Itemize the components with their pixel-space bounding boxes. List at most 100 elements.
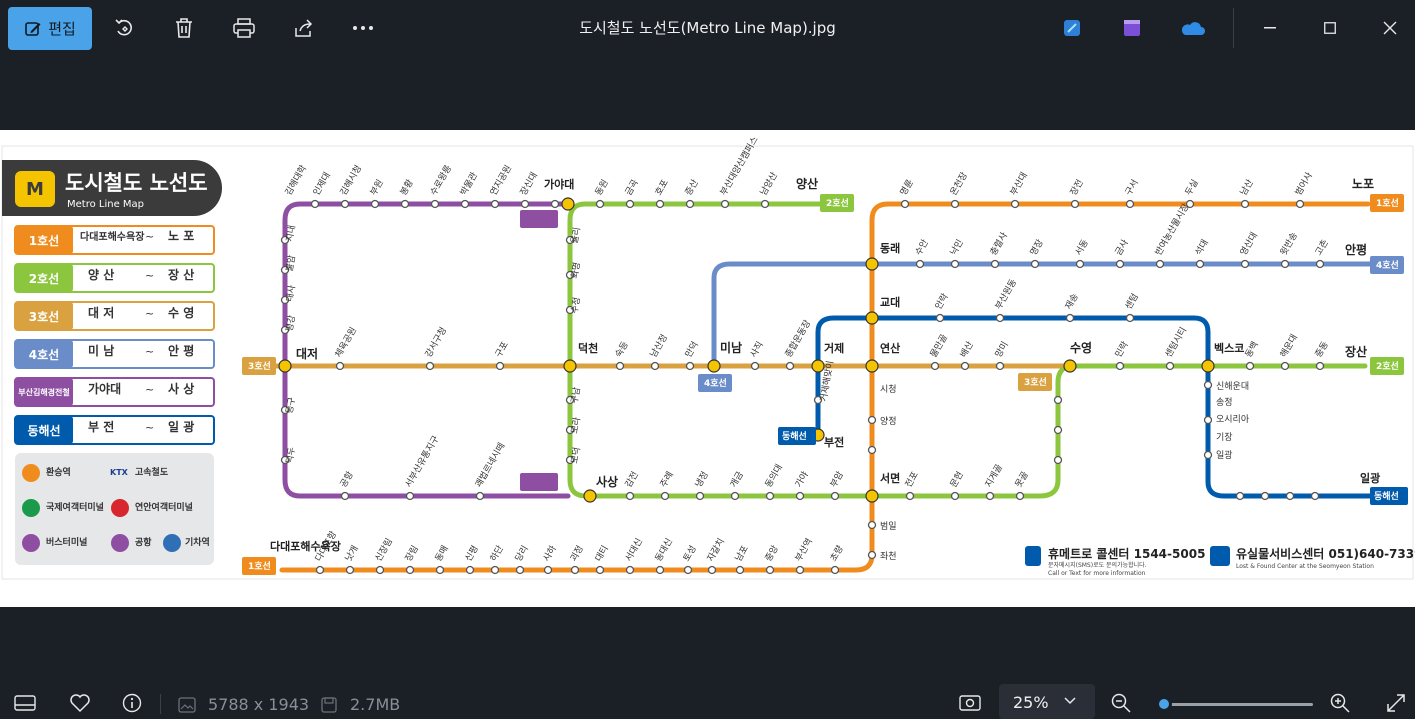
image-size-icon	[178, 697, 196, 713]
map-subtitle: Metro Line Map	[67, 199, 144, 210]
legend-row-bgl: 부산김해경전철 가야대 ~ 사 상	[14, 377, 215, 407]
fullscreen-button[interactable]	[1383, 690, 1409, 716]
svg-text:등구: 등구	[284, 396, 298, 414]
map-title: 도시철도 노선도	[65, 171, 208, 195]
svg-text:율리: 율리	[569, 226, 583, 244]
clipchamp-button[interactable]	[1114, 10, 1150, 46]
close-icon	[1383, 21, 1397, 35]
svg-text:안평: 안평	[1345, 242, 1367, 257]
metro-logo-icon: M	[26, 179, 44, 200]
edit-button[interactable]: 편집	[8, 7, 92, 50]
onedrive-button[interactable]	[1174, 10, 1210, 46]
svg-text:연안여객터미널: 연안여객터미널	[135, 501, 193, 513]
legend-row-line1: 1호선 다대포해수욕장 ~ 노 포	[14, 225, 215, 255]
printer-icon	[233, 18, 255, 38]
expand-icon	[1387, 694, 1405, 712]
svg-text:불암: 불암	[283, 254, 298, 272]
image-canvas[interactable]: M 도시철도 노선도 Metro Line Map 1호선 다대포해수욕장 ~ …	[0, 130, 1415, 607]
svg-text:Call or Text for more informat: Call or Text for more information	[1048, 570, 1146, 577]
svg-text:환승역: 환승역	[46, 466, 71, 478]
close-button[interactable]	[1372, 10, 1408, 46]
svg-text:동해선: 동해선	[782, 430, 807, 442]
line-end-badges: 3호선 2호선 1호선 4호선 2호선 4호선 3호선 1호선 동해선 동해선	[242, 194, 1408, 575]
svg-text:기차역: 기차역	[185, 536, 210, 548]
info-button[interactable]	[119, 690, 145, 716]
minimize-button[interactable]	[1252, 10, 1288, 46]
svg-text:~: ~	[145, 269, 154, 282]
svg-text:양산: 양산	[796, 176, 818, 191]
svg-text:버스터미널: 버스터미널	[46, 536, 87, 548]
key-station-labels: 대저 양산 노포 안평 장산 수영 미남 사상 일광 다대포해수욕장 서면 연산…	[270, 176, 1380, 553]
svg-text:벡스코: 벡스코	[1214, 341, 1244, 355]
svg-text:부전: 부전	[824, 435, 844, 449]
more-button[interactable]	[345, 10, 381, 46]
zoom-out-icon	[1111, 693, 1131, 713]
svg-text:양 산: 양 산	[88, 267, 114, 282]
legend-row-line2: 2호선 양 산 ~ 장 산	[14, 263, 215, 293]
heart-icon	[70, 694, 90, 713]
airport-icon	[111, 534, 129, 552]
svg-text:오시리아: 오시리아	[1216, 414, 1250, 425]
svg-text:4호선: 4호선	[704, 377, 727, 389]
zoom-slider-thumb[interactable]	[1156, 696, 1172, 712]
toolbar-separator	[1233, 8, 1234, 48]
metro-map-image: M 도시철도 노선도 Metro Line Map 1호선 다대포해수욕장 ~ …	[1, 134, 1415, 580]
rotate-button[interactable]	[106, 10, 142, 46]
svg-text:평강: 평강	[284, 314, 298, 332]
edit-button-label: 편집	[48, 20, 76, 38]
rotate-icon	[115, 19, 132, 36]
svg-text:일광: 일광	[1216, 449, 1233, 461]
svg-text:1호선: 1호선	[29, 233, 59, 248]
svg-text:대 저: 대 저	[88, 305, 114, 320]
svg-text:기장: 기장	[1216, 432, 1233, 443]
svg-text:동래: 동래	[880, 241, 900, 255]
legend-row-line4: 4호선 미 남 ~ 안 평	[14, 339, 215, 369]
svg-text:수정: 수정	[569, 296, 583, 314]
fit-screen-icon	[959, 695, 981, 711]
svg-text:다대포해수욕장: 다대포해수욕장	[270, 539, 341, 553]
zoom-dropdown[interactable]: 25%	[999, 684, 1095, 719]
svg-text:덕천: 덕천	[578, 341, 598, 355]
svg-text:미남: 미남	[720, 340, 742, 355]
designer-button[interactable]	[1054, 10, 1090, 46]
svg-text:연산: 연산	[880, 341, 900, 355]
svg-text:3호선: 3호선	[1024, 376, 1047, 388]
print-button[interactable]	[226, 10, 262, 46]
svg-text:범일: 범일	[880, 521, 897, 532]
svg-text:가야대: 가야대	[88, 381, 121, 396]
maximize-icon	[1324, 22, 1336, 34]
maximize-button[interactable]	[1312, 10, 1348, 46]
zoom-slider-track[interactable]	[1160, 703, 1313, 706]
svg-text:4호선: 4호선	[29, 347, 59, 362]
svg-text:송정: 송정	[1216, 397, 1233, 408]
delete-button[interactable]	[166, 10, 202, 46]
favorite-button[interactable]	[67, 690, 93, 716]
svg-text:덕두: 덕두	[284, 446, 298, 464]
svg-text:시청: 시청	[880, 384, 897, 395]
more-icon	[353, 26, 373, 30]
share-button[interactable]	[286, 10, 322, 46]
svg-text:교대: 교대	[880, 295, 900, 309]
transfer-station-icon	[22, 464, 40, 482]
onedrive-icon	[1181, 22, 1205, 35]
legend-row-line3: 3호선 대 저 ~ 수 영	[14, 301, 215, 331]
info-icon	[122, 693, 142, 713]
svg-text:대저: 대저	[296, 346, 318, 361]
map-title-block: M 도시철도 노선도 Metro Line Map	[2, 160, 222, 216]
filmstrip-button[interactable]	[12, 690, 38, 716]
svg-text:안 평: 안 평	[168, 343, 194, 358]
status-separator	[160, 694, 161, 714]
train-station-icon	[163, 534, 181, 552]
svg-text:일광: 일광	[1360, 471, 1380, 485]
fit-to-window-button[interactable]	[956, 690, 984, 716]
zoom-in-button[interactable]	[1327, 690, 1353, 716]
zoom-out-button[interactable]	[1108, 690, 1134, 716]
zoom-in-icon	[1330, 693, 1350, 713]
svg-text:수영: 수영	[1070, 340, 1092, 355]
svg-text:장산: 장산	[1345, 344, 1367, 359]
svg-text:모덕: 모덕	[569, 446, 583, 464]
svg-text:~: ~	[145, 230, 154, 243]
svg-text:문자메시지(SMS)로도 문의가능합니다.: 문자메시지(SMS)로도 문의가능합니다.	[1048, 561, 1147, 569]
svg-text:1호선: 1호선	[1376, 197, 1399, 209]
svg-text:사 상: 사 상	[168, 381, 194, 396]
